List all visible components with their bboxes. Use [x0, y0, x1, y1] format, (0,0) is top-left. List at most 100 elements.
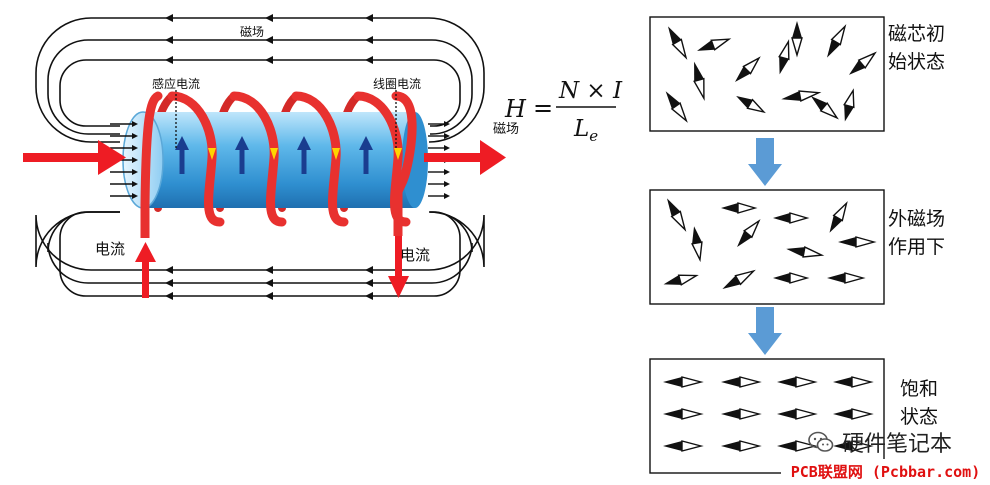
- domain-needle: [778, 39, 790, 75]
- coil-current-arrow: [394, 148, 402, 160]
- flux-arrowhead-out: [444, 193, 450, 199]
- field-direction-arrows: [165, 14, 373, 300]
- needle-north: [777, 409, 796, 419]
- needle-north: [773, 273, 790, 283]
- output-field-arrow: [424, 140, 506, 175]
- domain-needle: [734, 56, 761, 83]
- wechat-icon: [808, 431, 834, 452]
- needle-south: [737, 202, 758, 214]
- needle-north: [697, 40, 715, 51]
- current-in-label: 电流: [95, 240, 125, 258]
- needle-south: [795, 376, 818, 388]
- needle-north: [663, 441, 682, 451]
- needle-south: [670, 102, 688, 123]
- field-arrow-top: [165, 36, 173, 44]
- flux-arrowhead-out: [444, 169, 450, 175]
- needle-south: [691, 241, 703, 263]
- induced-current-label: 感应电流: [152, 76, 200, 91]
- needle-south: [778, 39, 790, 61]
- needle-south: [739, 440, 762, 452]
- coil-current-label: 线圈电流: [373, 77, 421, 91]
- needle-north: [781, 91, 801, 101]
- domain-needle: [833, 440, 874, 452]
- domain-needle: [721, 408, 762, 420]
- domain-needle: [848, 51, 877, 75]
- field-arrow-top: [365, 14, 373, 22]
- field-strength-formula: H = N × I Le 磁场: [493, 78, 623, 145]
- needle-north: [829, 215, 843, 233]
- needle-south: [795, 408, 818, 420]
- wechat-brand: 硬件笔记本: [808, 425, 952, 459]
- stage2-caption-line1: 外磁场: [888, 208, 946, 230]
- magnetic-core: [122, 111, 428, 209]
- domain-needle: [663, 440, 704, 452]
- induced-arrow-head: [175, 136, 189, 150]
- stage3-caption: 饱和 状态: [900, 375, 938, 431]
- site-watermark: PCB联盟网 (Pcbbar.com): [781, 459, 990, 485]
- domain-needle: [838, 236, 877, 248]
- stage-arrow-1: [748, 138, 782, 186]
- needle-south: [671, 38, 688, 60]
- needle-south: [743, 219, 761, 239]
- coil-leads: [140, 190, 403, 238]
- field-arrow-bottom: [265, 292, 273, 300]
- flux-arrowhead-out: [444, 145, 450, 151]
- stage3-caption-line1: 饱和: [900, 378, 939, 400]
- needle-north: [833, 441, 852, 451]
- wechat-name: 硬件笔记本: [842, 432, 953, 457]
- field-arrow-bottom: [165, 279, 173, 287]
- needle-south: [857, 51, 877, 69]
- coil-current-arrow: [270, 148, 278, 160]
- needle-south: [795, 440, 818, 452]
- needle-south: [677, 274, 699, 286]
- flux-arrowhead: [132, 169, 138, 175]
- domain-needle: [829, 201, 848, 233]
- needle-north: [792, 21, 802, 38]
- induced-current-arrows: [175, 136, 373, 174]
- field-arrow-bottom: [265, 266, 273, 274]
- needle-south: [855, 236, 877, 248]
- domain-needle: [791, 21, 803, 58]
- domain-panel-initial: [649, 16, 885, 132]
- field-label: 磁场: [240, 24, 264, 39]
- needle-south: [791, 37, 803, 58]
- needle-north: [721, 409, 740, 419]
- domain-needle: [833, 376, 874, 388]
- field-arrow-top: [365, 56, 373, 64]
- flux-arrowhead: [132, 181, 138, 187]
- label-leader-lines: [175, 90, 397, 150]
- needle-south: [844, 272, 866, 284]
- needle-north: [692, 226, 702, 244]
- needle-north: [694, 61, 704, 82]
- needle-north: [665, 91, 681, 109]
- induced-arrow-head: [359, 136, 373, 150]
- needle-south: [819, 102, 839, 120]
- needle-north: [667, 198, 681, 217]
- stage3-caption-line2: 状态: [900, 406, 939, 428]
- field-arrow-bottom: [265, 279, 273, 287]
- input-field-arrow: [23, 140, 126, 175]
- needle-north: [838, 237, 856, 247]
- induced-arrow-shaft: [179, 148, 185, 174]
- domain-needle: [773, 272, 810, 284]
- domain-needle: [665, 91, 688, 123]
- domain-needle: [691, 226, 703, 263]
- needle-south: [843, 88, 855, 109]
- current-out-label: 电流: [400, 246, 430, 264]
- needle-north: [722, 275, 741, 289]
- induced-arrow-shaft: [363, 148, 369, 174]
- domain-needle: [722, 269, 756, 289]
- needle-south: [681, 408, 704, 420]
- domain-needle: [810, 96, 839, 120]
- induced-arrow-head: [235, 136, 249, 150]
- needle-north: [833, 377, 852, 387]
- needle-north: [663, 275, 682, 285]
- induced-arrow-shaft: [239, 148, 245, 174]
- needle-north: [663, 409, 682, 419]
- needle-north: [773, 213, 790, 223]
- domain-needle: [773, 212, 810, 224]
- domain-needle: [786, 246, 825, 258]
- domain-needle: [736, 96, 766, 114]
- stage-arrow-2: [748, 307, 782, 355]
- needle-north: [779, 56, 789, 75]
